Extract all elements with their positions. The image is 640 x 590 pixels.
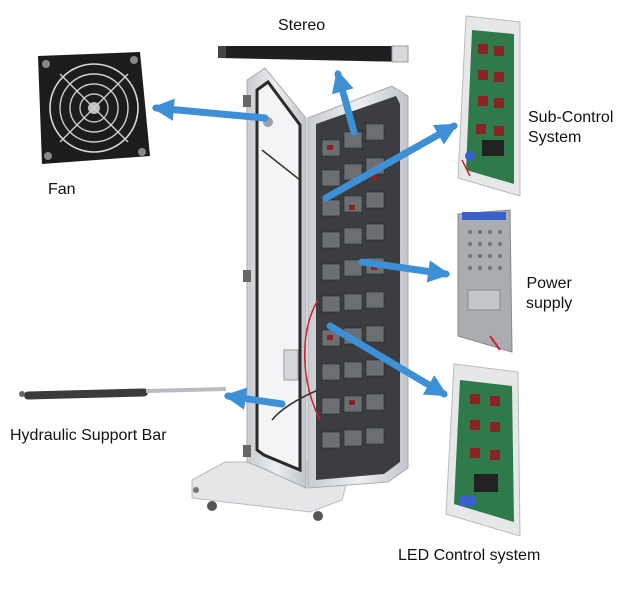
label-sub-control-line2: System [528, 129, 582, 146]
label-power-supply: Power supply [526, 274, 572, 314]
led-control-board-icon [445, 363, 521, 537]
label-led-control-system: LED Control system [398, 547, 541, 564]
arrow-fan [151, 98, 269, 122]
cabinet-left-door [243, 67, 307, 489]
label-hydraulic-support-bar: Hydraulic Support Bar [10, 427, 167, 444]
label-stereo: Stereo [278, 17, 326, 34]
arrow-sub-control [322, 122, 458, 202]
arrow-led-control [326, 322, 448, 398]
arrow-power-supply [358, 258, 451, 283]
label-sub-control-line1: Sub-Control [528, 109, 614, 126]
sub-control-board-icon [457, 15, 521, 197]
callout-arrows [151, 69, 458, 410]
hydraulic-bar-icon [19, 386, 227, 400]
fan-icon [38, 52, 150, 164]
label-sub-control: Sub-Control System [528, 108, 613, 148]
led-module-grid [321, 123, 385, 449]
arrow-stereo [331, 69, 358, 136]
label-power-line2: supply [526, 295, 573, 312]
label-fan: Fan [48, 181, 76, 198]
power-supply-icon [457, 209, 513, 353]
label-power-line1: Power [526, 275, 572, 292]
stereo-speaker-icon [218, 45, 409, 63]
arrow-hydraulic [223, 387, 286, 410]
